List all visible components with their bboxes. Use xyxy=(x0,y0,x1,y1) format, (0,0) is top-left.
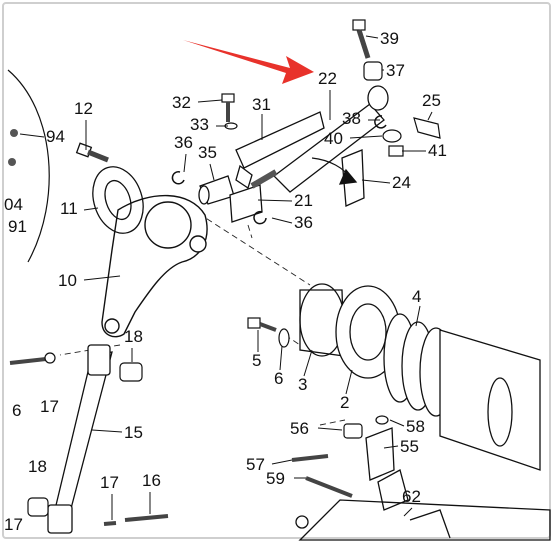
label-6a: 6 xyxy=(274,369,283,388)
label-31: 31 xyxy=(252,95,271,114)
part-35-sleeve xyxy=(198,175,235,205)
label-12: 12 xyxy=(74,99,93,118)
part-11-bolt-ring xyxy=(92,166,144,234)
part-32-33-bolt xyxy=(221,93,238,130)
part-55-bracket xyxy=(365,427,409,511)
label-11: 11 xyxy=(60,199,78,218)
small-parts-38-40-41-25 xyxy=(374,115,441,157)
base-frame xyxy=(295,499,551,541)
label-58: 58 xyxy=(406,417,425,436)
label-59: 59 xyxy=(266,469,285,488)
label-21: 21 xyxy=(294,191,313,210)
label-37: 37 xyxy=(386,61,405,80)
diagram-border xyxy=(2,2,551,539)
circlips-36 xyxy=(171,171,267,225)
part-39-37 xyxy=(352,19,383,81)
label-10: 10 xyxy=(58,271,77,290)
label-4: 4 xyxy=(412,287,421,306)
label-40: 40 xyxy=(324,129,343,148)
label-39: 39 xyxy=(380,29,399,48)
leader-lines xyxy=(19,35,433,520)
label-15: 15 xyxy=(124,423,143,442)
label-38: 38 xyxy=(342,109,361,128)
part-22-actuator xyxy=(250,85,389,193)
callout-labels: 39 37 22 25 32 31 38 12 33 94 40 41 36 3… xyxy=(4,29,447,534)
label-41: 41 xyxy=(428,141,447,160)
label-5: 5 xyxy=(252,351,261,370)
part-12-bolt xyxy=(75,142,109,163)
washer-17 xyxy=(44,352,56,364)
part-21-clevis xyxy=(229,184,263,223)
label-04: 04 xyxy=(4,195,23,214)
label-18b: 18 xyxy=(28,457,47,476)
rotation-arrow-icon xyxy=(338,168,358,185)
label-62: 62 xyxy=(402,487,421,506)
bolts-57-59 xyxy=(291,454,353,498)
label-17c: 17 xyxy=(4,515,23,534)
label-22: 22 xyxy=(318,69,337,88)
label-56: 56 xyxy=(290,419,309,438)
label-18a: 18 xyxy=(124,327,143,346)
label-32: 32 xyxy=(172,93,191,112)
label-57: 57 xyxy=(246,455,265,474)
part-10-arm xyxy=(101,194,208,338)
part-5-6 xyxy=(247,317,290,348)
label-33: 33 xyxy=(190,115,209,134)
label-17b: 17 xyxy=(100,473,119,492)
label-2: 2 xyxy=(340,393,349,412)
label-55: 55 xyxy=(400,437,419,456)
label-25: 25 xyxy=(422,91,441,110)
wheel-arc xyxy=(7,69,50,263)
label-91: 91 xyxy=(8,217,27,236)
label-16: 16 xyxy=(142,471,161,490)
bolts-16-17 xyxy=(9,357,169,526)
part-18-pins xyxy=(27,362,143,517)
label-94: 94 xyxy=(46,127,65,146)
label-6b: 6 xyxy=(12,401,21,420)
part-15-rod xyxy=(47,344,113,534)
label-17a: 17 xyxy=(40,397,59,416)
part-56-58 xyxy=(343,415,389,439)
highlight-arrow xyxy=(183,40,314,84)
label-36b: 36 xyxy=(294,213,313,232)
main-tube xyxy=(439,329,541,471)
label-36a: 36 xyxy=(174,133,193,152)
label-35: 35 xyxy=(198,143,217,162)
wheel-bolts xyxy=(8,129,18,166)
part-24-lever xyxy=(311,149,365,207)
label-3: 3 xyxy=(298,375,307,394)
part-31-bracket xyxy=(235,111,325,190)
label-24: 24 xyxy=(392,173,411,192)
